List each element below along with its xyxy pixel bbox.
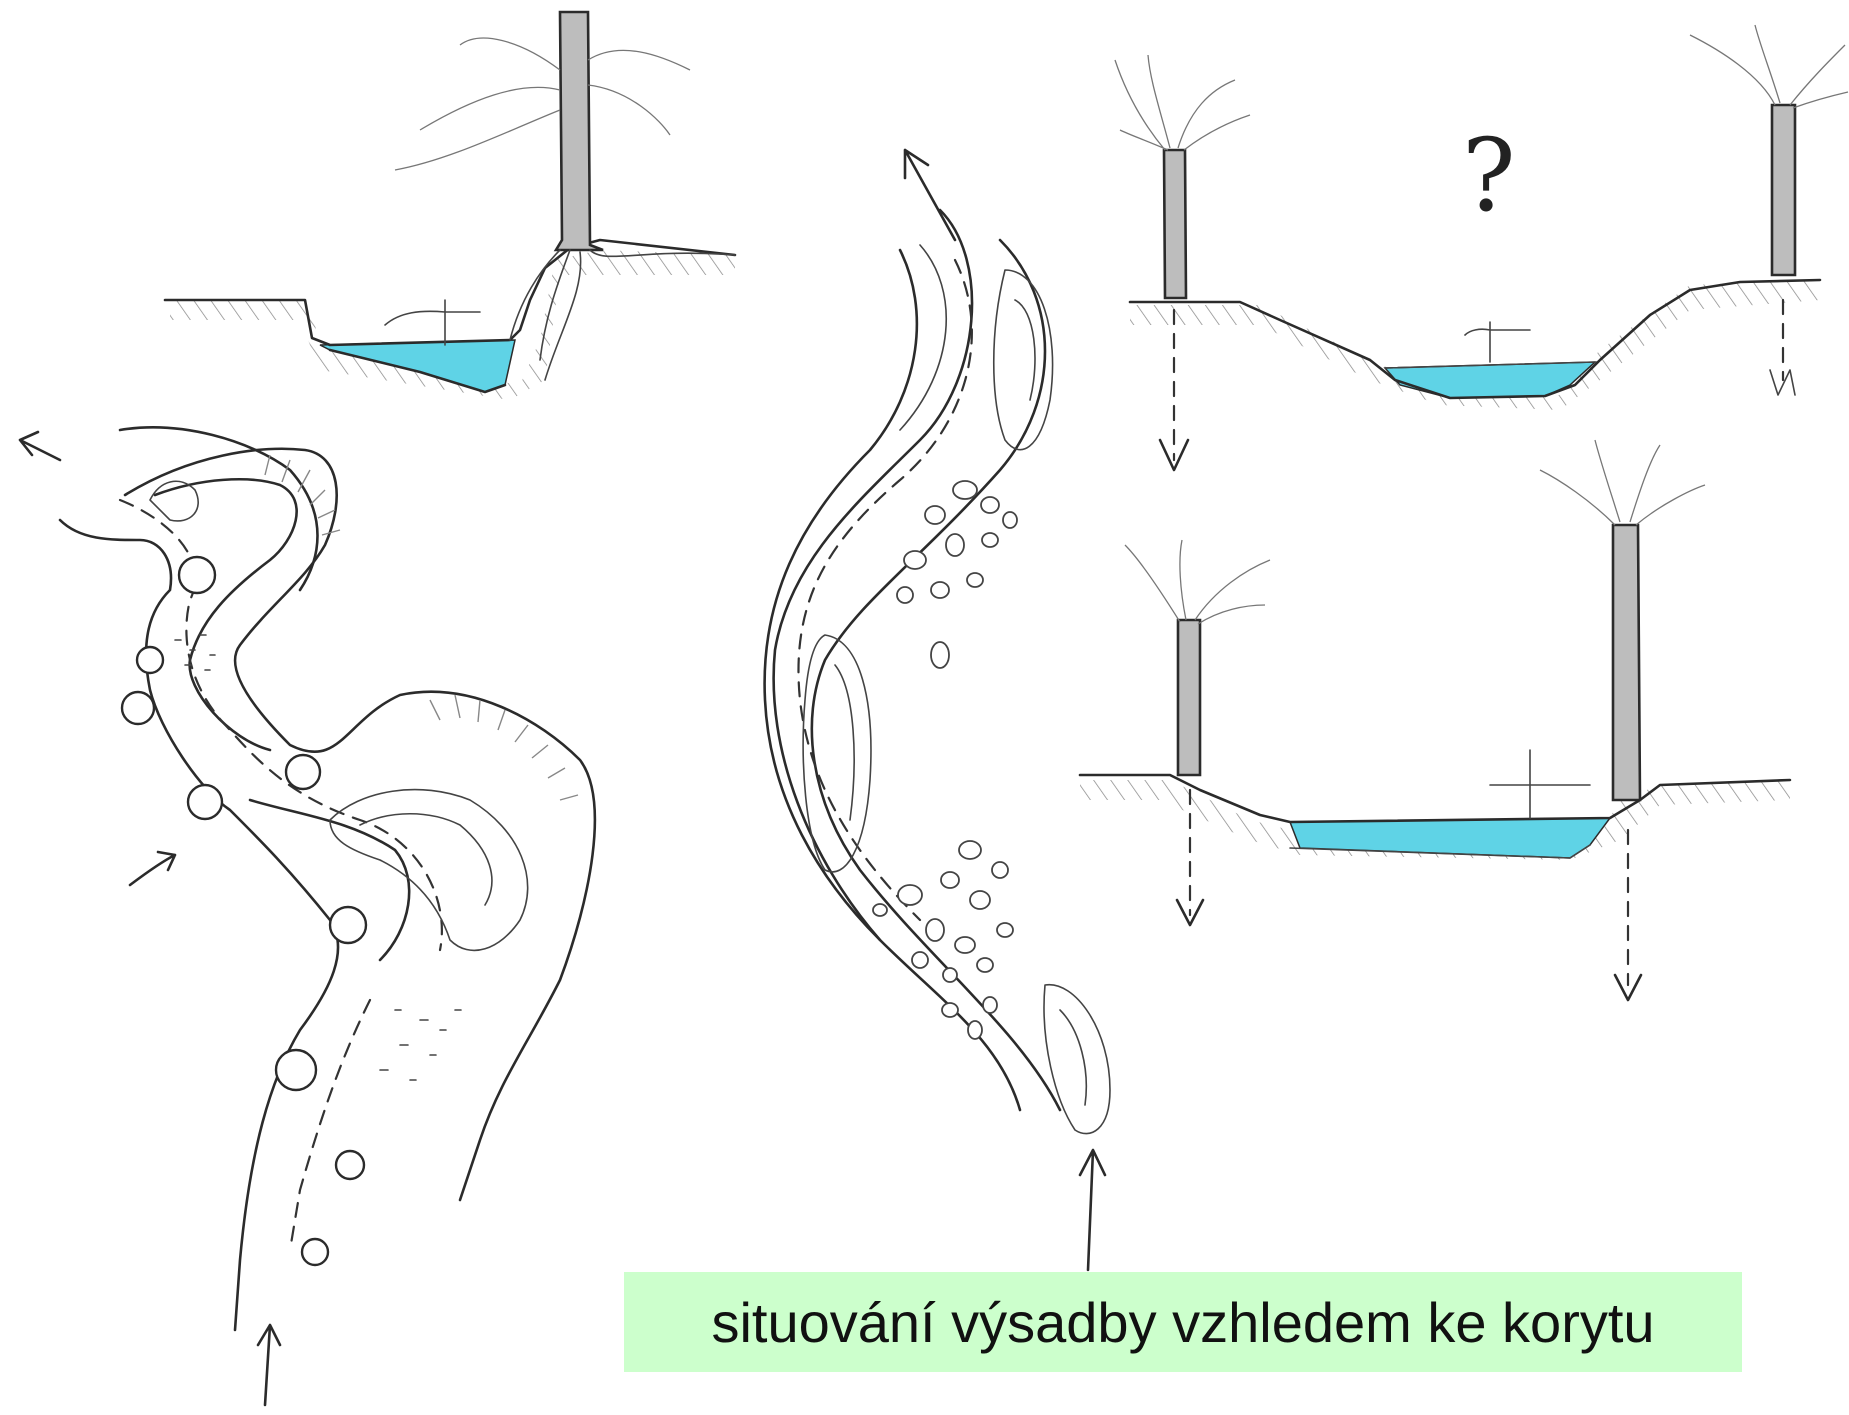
question-mark: ? [1462, 117, 1516, 234]
caption-box: situování výsadby vzhledem ke korytu [624, 1272, 1742, 1372]
planting-circle [276, 1050, 316, 1090]
planting-circle [286, 755, 320, 789]
planting-circle [302, 1239, 328, 1265]
planting-circle [330, 907, 366, 943]
meander-plan-left [20, 427, 595, 1405]
planting-circle [188, 785, 222, 819]
planting-circle [179, 557, 215, 593]
planting-circle [122, 692, 154, 724]
channel-plan-middle [765, 150, 1110, 1270]
planting-circle [336, 1151, 364, 1179]
cross-section-top-left [165, 12, 735, 400]
cross-section-top-right: ? [1115, 25, 1848, 470]
planting-circle [137, 647, 163, 673]
caption-text: situování výsadby vzhledem ke korytu [711, 1290, 1654, 1355]
cross-section-bottom-right [1080, 440, 1790, 1000]
